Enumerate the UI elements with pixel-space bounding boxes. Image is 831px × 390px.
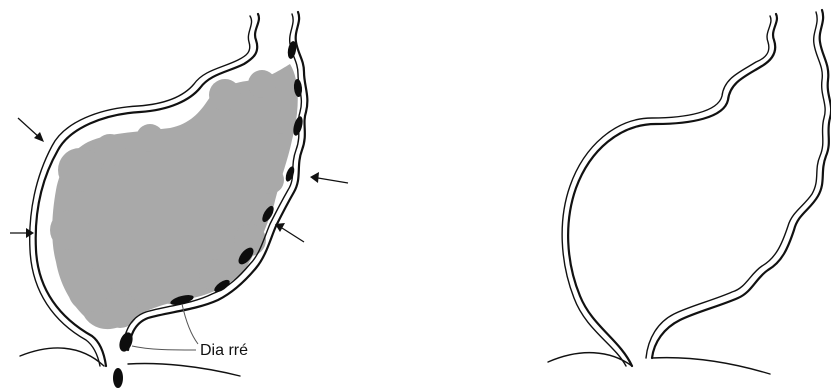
panel-impacted-rectum: Dia rré [10, 12, 348, 388]
panel-normal-rectum [548, 10, 831, 374]
normal-rectal-wall-outer [568, 14, 777, 366]
arrow-icon [18, 118, 44, 142]
normal-anal-canal-right [652, 358, 770, 374]
label-leader-lower [132, 346, 196, 350]
anal-canal-left [20, 348, 104, 366]
normal-rectal-wall-right-inner [646, 12, 825, 358]
normal-rectal-wall-right-outer [652, 10, 831, 358]
diarrhea-label: Dia rré [200, 342, 248, 359]
anal-canal-right [128, 364, 240, 377]
arrow-icon [275, 223, 304, 242]
normal-rectal-wall-inner [562, 16, 771, 366]
normal-anal-canal-left [548, 353, 632, 366]
arrow-icon [310, 172, 348, 183]
